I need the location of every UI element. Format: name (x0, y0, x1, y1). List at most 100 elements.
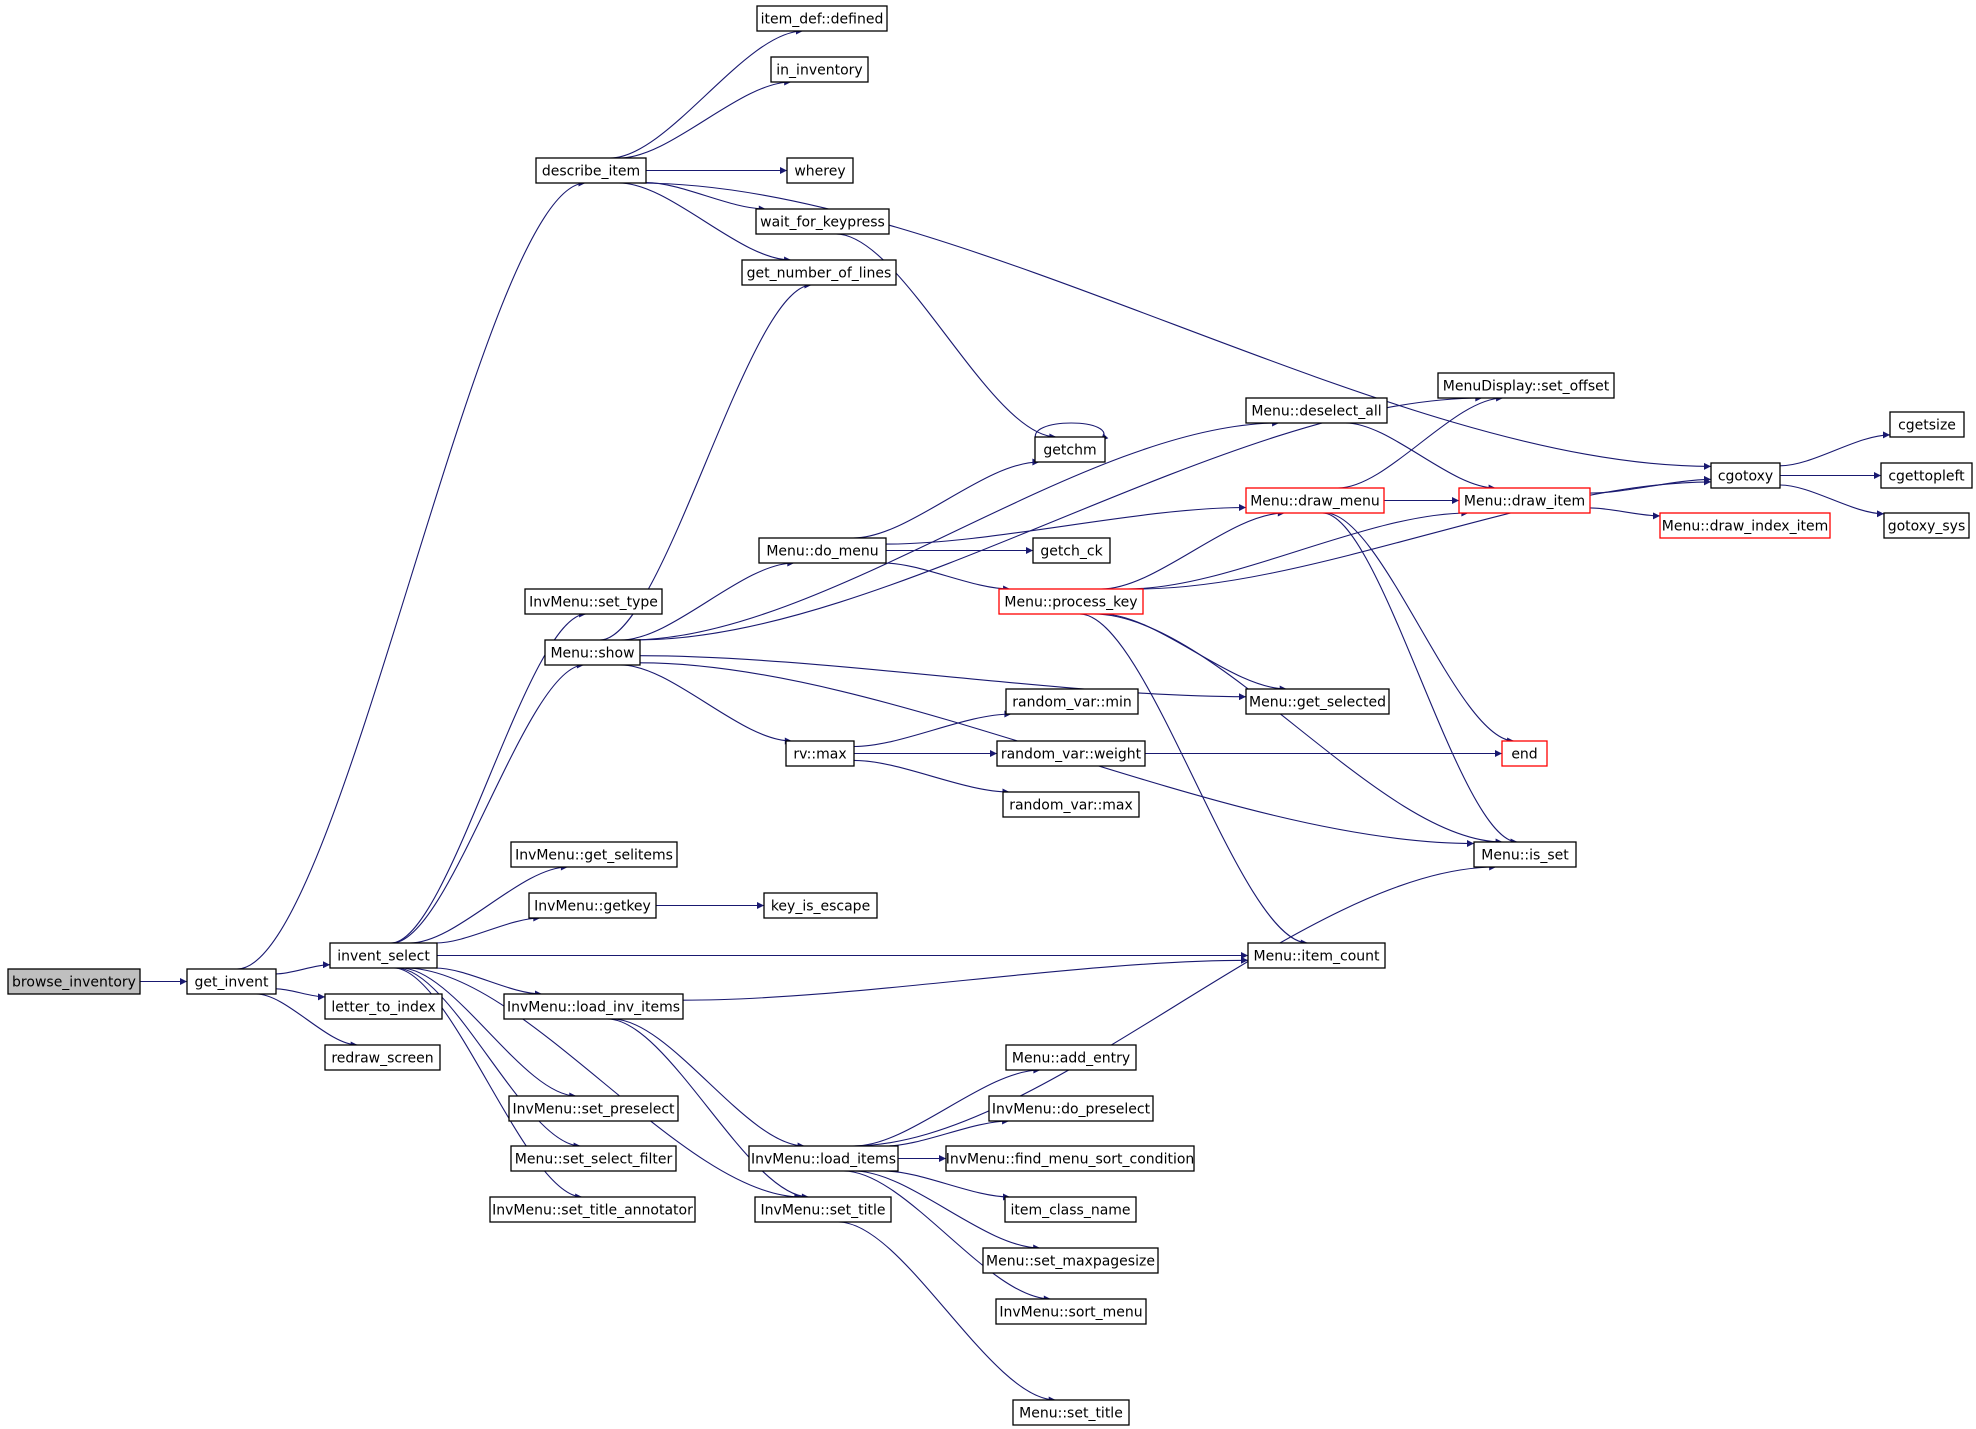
node-label: key_is_escape (771, 899, 870, 915)
node-browse_inventory[interactable]: browse_inventory (7, 968, 141, 995)
node-menu_do_menu[interactable]: Menu::do_menu (758, 537, 887, 564)
node-invmenu_set_title_annotator[interactable]: InvMenu::set_title_annotator (489, 1196, 696, 1223)
edge-get_invent-to-letter_to_index (275, 988, 326, 1001)
node-menu_deselect_all[interactable]: Menu::deselect_all (1245, 397, 1388, 424)
node-key_is_escape[interactable]: key_is_escape (763, 892, 878, 919)
node-item_def_defined[interactable]: item_def::defined (756, 5, 888, 32)
node-random_var_weight[interactable]: random_var::weight (996, 740, 1146, 767)
node-invmenu_set_title[interactable]: InvMenu::set_title (754, 1196, 892, 1223)
node-invmenu_load_items[interactable]: InvMenu::load_items (748, 1145, 899, 1172)
node-label: getch_ck (1040, 544, 1103, 560)
node-menu_add_entry[interactable]: Menu::add_entry (1005, 1044, 1137, 1071)
edge-menu_process_key-to-menu_draw_item (1127, 509, 1469, 590)
node-box (1659, 512, 1831, 539)
node-invmenu_set_preselect[interactable]: InvMenu::set_preselect (508, 1095, 679, 1122)
node-gotoxy_sys[interactable]: gotoxy_sys (1883, 512, 1970, 539)
node-getch_ck[interactable]: getch_ck (1032, 537, 1111, 564)
node-in_inventory[interactable]: in_inventory (770, 56, 869, 83)
node-label: Menu::draw_menu (1250, 494, 1380, 510)
node-label: InvMenu::set_title (761, 1203, 886, 1219)
node-menu_process_key[interactable]: Menu::process_key (998, 588, 1144, 615)
node-label: Menu::add_entry (1012, 1051, 1130, 1067)
node-label: in_inventory (776, 63, 862, 79)
node-menu_set_title[interactable]: Menu::set_title (1012, 1399, 1130, 1426)
edge-invent_select-to-invmenu_set_title_annotator (393, 967, 583, 1201)
node-box (1005, 688, 1139, 715)
node-getchm[interactable]: getchm (1034, 436, 1106, 463)
node-wherey[interactable]: wherey (786, 157, 854, 184)
node-invent_select[interactable]: invent_select (329, 942, 438, 969)
node-box (1501, 740, 1548, 767)
node-letter_to_index[interactable]: letter_to_index (324, 993, 443, 1020)
node-cgetsize[interactable]: cgetsize (1889, 411, 1965, 438)
node-menu_set_maxpagesize[interactable]: Menu::set_maxpagesize (982, 1247, 1159, 1274)
node-label: random_var::max (1009, 798, 1133, 814)
node-invmenu_do_preselect[interactable]: InvMenu::do_preselect (988, 1095, 1154, 1122)
node-menu_draw_item[interactable]: Menu::draw_item (1458, 487, 1591, 514)
edge-menu_process_key-to-menu_draw_menu (1101, 509, 1285, 590)
edge-rv_max-to-random_var_min (853, 710, 1012, 748)
edge-invmenu_load_inv_items-to-menu_item_count (682, 956, 1249, 1001)
node-box (786, 157, 854, 184)
node-menu_draw_index_item[interactable]: Menu::draw_index_item (1659, 512, 1831, 539)
node-redraw_screen[interactable]: redraw_screen (324, 1044, 441, 1071)
node-box (988, 1095, 1154, 1122)
edge-describe_item-to-cgotoxy (638, 182, 1712, 470)
node-label: Menu::do_menu (766, 544, 878, 560)
node-box (324, 993, 443, 1020)
node-rv_max[interactable]: rv::max (785, 740, 855, 767)
node-label: browse_inventory (12, 975, 136, 991)
node-box (758, 537, 887, 564)
node-box (996, 740, 1146, 767)
edge-menu_do_menu-to-menu_process_key (883, 562, 1011, 593)
node-label: Menu::draw_item (1464, 494, 1585, 510)
node-box (1245, 487, 1385, 514)
node-item_class_name[interactable]: item_class_name (1004, 1196, 1137, 1223)
node-get_invent[interactable]: get_invent (186, 968, 277, 995)
node-menu_get_selected[interactable]: Menu::get_selected (1245, 688, 1390, 715)
edge-describe_item-to-get_number_of_lines (618, 182, 792, 264)
edge-invent_select-to-invmenu_getkey (435, 914, 541, 944)
node-menu_set_select_filter[interactable]: Menu::set_select_filter (510, 1145, 677, 1172)
node-invmenu_load_inv_items[interactable]: InvMenu::load_inv_items (503, 993, 684, 1020)
edge-invent_select-to-invmenu_set_title (405, 967, 802, 1201)
node-label: Menu::show (550, 646, 634, 662)
edge-invmenu_load_items-to-menu_is_set (852, 863, 1497, 1147)
node-get_number_of_lines[interactable]: get_number_of_lines (741, 259, 897, 286)
node-box (524, 588, 663, 615)
node-menu_item_count[interactable]: Menu::item_count (1247, 942, 1386, 969)
node-menu_show[interactable]: Menu::show (544, 639, 641, 666)
node-random_var_min[interactable]: random_var::min (1005, 688, 1139, 715)
node-invmenu_get_selitems[interactable]: InvMenu::get_selitems (510, 841, 678, 868)
node-cgettopleft[interactable]: cgettopleft (1880, 462, 1973, 489)
node-box (748, 1145, 899, 1172)
node-box (982, 1247, 1159, 1274)
node-invmenu_set_type[interactable]: InvMenu::set_type (524, 588, 663, 615)
node-box (1473, 841, 1577, 868)
node-label: end (1511, 747, 1537, 763)
node-invmenu_find_menu_sort_condition[interactable]: InvMenu::find_menu_sort_condition (945, 1145, 1195, 1172)
node-label: wait_for_keypress (760, 215, 885, 231)
node-wait_for_keypress[interactable]: wait_for_keypress (755, 208, 890, 235)
edge-menu_process_key-to-cgotoxy (1137, 478, 1712, 590)
node-invmenu_sort_menu[interactable]: InvMenu::sort_menu (995, 1298, 1147, 1325)
node-menu_is_set[interactable]: Menu::is_set (1473, 841, 1577, 868)
node-label: Menu::is_set (1481, 848, 1569, 864)
node-box (1012, 1399, 1130, 1426)
node-box (770, 56, 869, 83)
node-cgotoxy[interactable]: cgotoxy (1710, 462, 1781, 489)
node-random_var_max[interactable]: random_var::max (1002, 791, 1140, 818)
node-describe_item[interactable]: describe_item (535, 157, 647, 184)
edge-get_invent-to-redraw_screen (256, 993, 358, 1049)
node-box (329, 942, 438, 969)
edge-menu_draw_menu-to-menu_is_set (1322, 512, 1518, 846)
edge-invmenu_load_inv_items-to-invmenu_load_items (612, 1018, 805, 1150)
node-end[interactable]: end (1501, 740, 1548, 767)
node-box (528, 892, 657, 919)
node-box (1883, 512, 1970, 539)
edge-menu_show-to-menu_get_selected (639, 655, 1247, 701)
node-invmenu_getkey[interactable]: InvMenu::getkey (528, 892, 657, 919)
node-menudisplay_set_offset[interactable]: MenuDisplay::set_offset (1437, 372, 1615, 399)
node-menu_draw_menu[interactable]: Menu::draw_menu (1245, 487, 1385, 514)
